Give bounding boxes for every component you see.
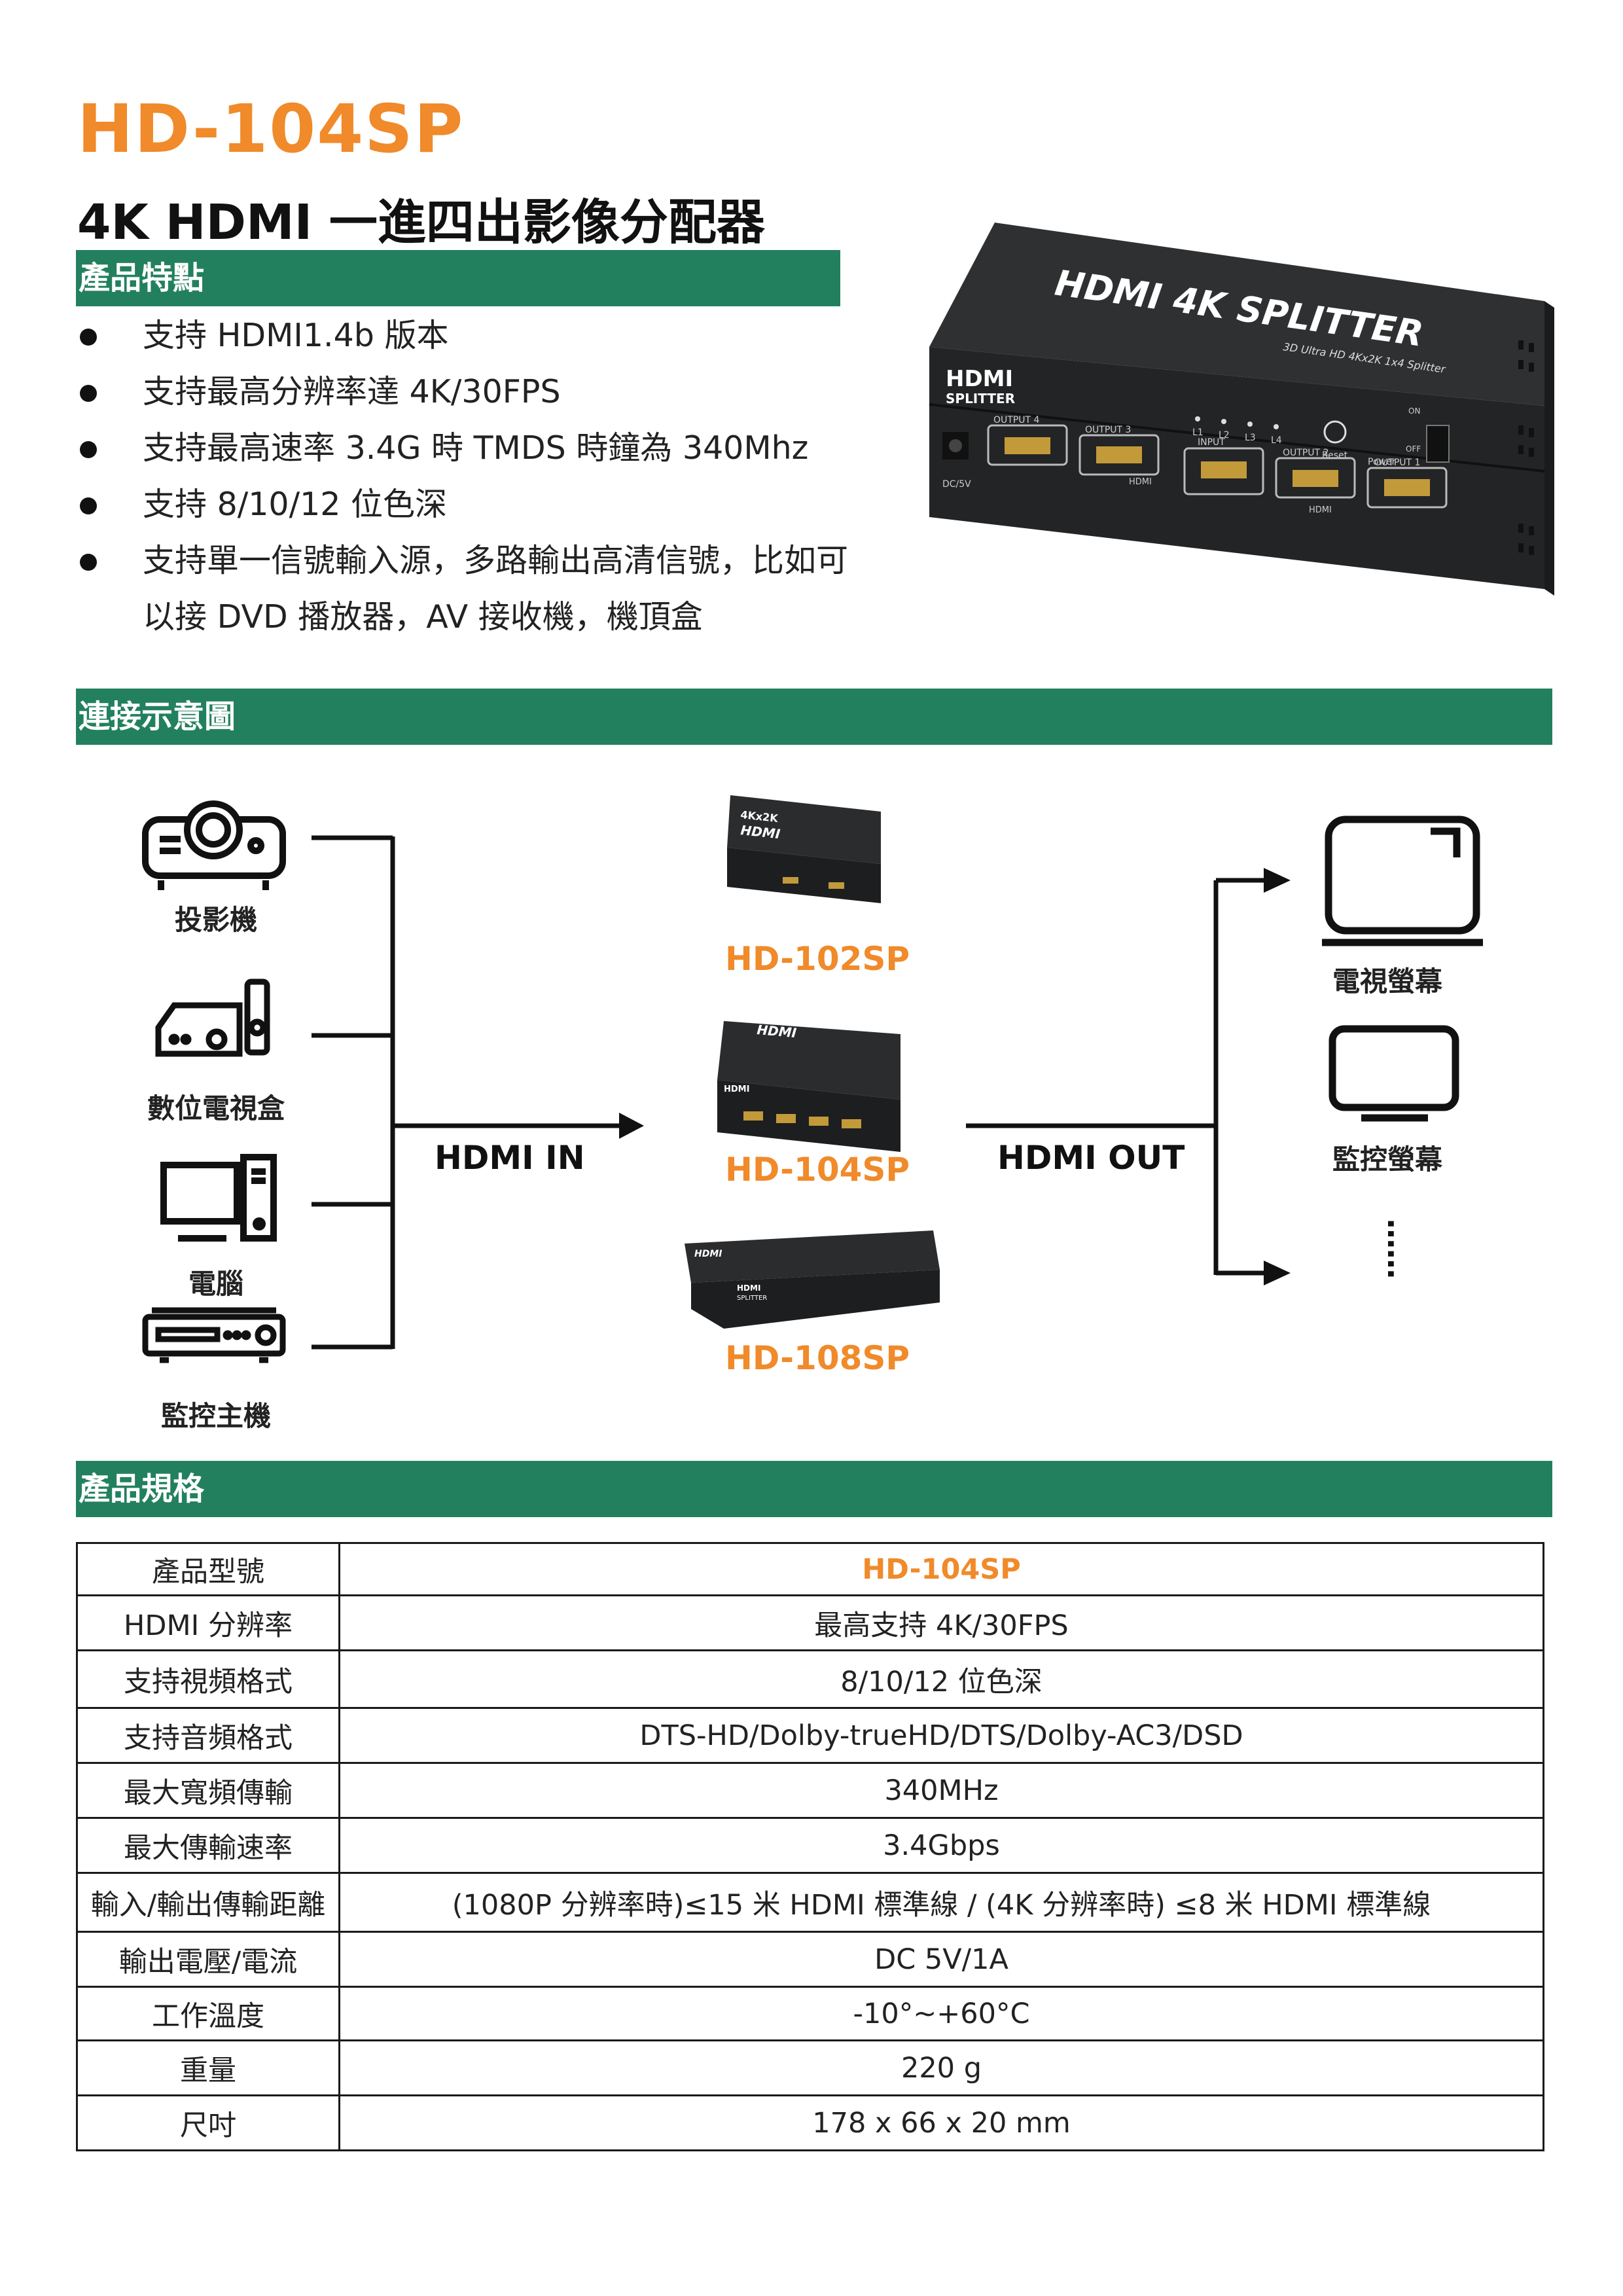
source-label-computer: 電腦	[188, 1268, 243, 1300]
table-row: 工作溫度-10°~+60°C	[76, 1986, 1544, 2041]
svg-text:OUTPUT 2: OUTPUT 2	[1283, 448, 1329, 458]
projector-icon	[142, 800, 286, 890]
svg-text:OFF: OFF	[1406, 444, 1421, 454]
feature-item: 支持 HDMI1.4b 版本	[77, 308, 915, 364]
hdmi-port-output-1: OUTPUT 1	[1366, 457, 1448, 509]
features-section-title: 產品特點	[79, 260, 205, 296]
feature-item-continuation: 以接 DVD 播放器，AV 接收機，機頂盒	[143, 598, 703, 636]
bullet-icon	[80, 441, 97, 458]
vent-icon	[1518, 340, 1534, 555]
table-row: HDMI 分辨率最高支持 4K/30FPS	[76, 1594, 1544, 1651]
svg-text:HDMI: HDMI	[946, 366, 1013, 392]
feature-item: 支持最高速率 3.4G 時 TMDS 時鐘為 340Mhz	[77, 420, 915, 476]
arrow-right-icon	[619, 1113, 644, 1139]
svg-text:SPLITTER: SPLITTER	[946, 391, 1015, 406]
feature-item: 支持 8/10/12 位色深	[77, 476, 915, 533]
svg-text:L1: L1	[1192, 427, 1204, 438]
bullet-icon	[80, 497, 97, 514]
hd-104sp-image: HDMI HDMI	[717, 1021, 901, 1152]
svg-text:SPLITTER: SPLITTER	[737, 1295, 767, 1302]
svg-text:ON: ON	[1408, 406, 1420, 416]
svg-text:HDMI: HDMI	[737, 1283, 760, 1293]
svg-text:L2: L2	[1219, 430, 1230, 440]
monitor-icon	[1329, 1025, 1459, 1122]
hdmi-out-label: HDMI OUT	[997, 1139, 1185, 1177]
model-label-104: HD-104SP	[725, 1151, 910, 1189]
svg-text:L4: L4	[1271, 435, 1282, 446]
computer-icon	[160, 1154, 277, 1242]
feature-item: 支持單一信號輸入源，多路輸出高清信號，比如可	[77, 533, 915, 589]
reset-button-icon	[1323, 420, 1347, 444]
svg-text:HDMI: HDMI	[1309, 505, 1332, 515]
tv-icon	[1322, 816, 1483, 946]
specs-section-header: 產品規格	[76, 1461, 1552, 1517]
bullet-icon	[80, 554, 97, 571]
source-label-stb: 數位電視盒	[147, 1092, 285, 1124]
model-label-108: HD-108SP	[725, 1339, 910, 1377]
diagram-section-title: 連接示意圖	[79, 698, 236, 735]
features-section-header: 產品特點	[76, 250, 840, 306]
dvr-icon	[142, 1307, 286, 1363]
svg-text:OUTPUT 3: OUTPUT 3	[1085, 425, 1131, 435]
specs-section-title: 產品規格	[79, 1471, 205, 1507]
svg-text:INPUT: INPUT	[1198, 437, 1225, 448]
feature-item: 支持最高分辨率達 4K/30FPS	[77, 364, 915, 420]
led-indicators: L1 L2 L3 L4	[1192, 416, 1282, 446]
hdmi-port-input: INPUT	[1183, 437, 1264, 495]
svg-text:L3: L3	[1245, 433, 1256, 443]
svg-text:OUTPUT 1: OUTPUT 1	[1374, 457, 1420, 468]
svg-text:DC/5V: DC/5V	[942, 479, 971, 490]
hd-108sp-image: HDMI HDMI SPLITTER	[685, 1230, 940, 1329]
more-outputs-ellipsis: ……	[1381, 1219, 1416, 1279]
svg-text:HDMI: HDMI	[724, 1085, 749, 1094]
source-label-dvr: 監控主機	[160, 1400, 271, 1432]
output-label-monitor: 監控螢幕	[1332, 1143, 1442, 1175]
svg-text:HDMI: HDMI	[1129, 477, 1152, 487]
hd-102sp-image: 4Kx2K HDMI	[727, 795, 881, 903]
svg-text:OUTPUT 4: OUTPUT 4	[993, 415, 1040, 425]
bullet-icon	[80, 329, 97, 346]
model-label-102: HD-102SP	[725, 940, 910, 978]
diagram-section-header: 連接示意圖	[76, 689, 1552, 745]
output-label-tv: 電視螢幕	[1332, 965, 1442, 997]
svg-text:Reset: Reset	[1322, 450, 1348, 461]
power-switch-icon	[1426, 425, 1450, 463]
set-top-box-icon	[155, 978, 270, 1057]
product-subtitle: 4K HDMI 一進四出影像分配器	[77, 194, 765, 251]
product-model-title: HD-104SP	[77, 90, 465, 168]
product-image: HDMI 4K SPLITTER 3D Ultra HD 4Kx2K 1x4 S…	[929, 223, 1554, 596]
source-label-projector: 投影機	[174, 904, 257, 936]
svg-text:HDMI: HDMI	[757, 1022, 798, 1041]
bullet-icon	[80, 385, 97, 402]
hdmi-port-output-3: OUTPUT 3	[1079, 425, 1160, 476]
arrow-right-icon	[1264, 868, 1291, 893]
hdmi-in-label: HDMI IN	[435, 1139, 585, 1177]
hdmi-port-output-4: OUTPUT 4	[987, 415, 1068, 466]
feature-list: 支持 HDMI1.4b 版本 支持最高分辨率達 4K/30FPS 支持最高速率 …	[77, 308, 915, 645]
svg-text:HDMI: HDMI	[694, 1249, 722, 1259]
arrow-right-icon	[1264, 1261, 1291, 1285]
table-row: 輸入/輸出傳輸距離(1080P 分辨率時)≤15 米 HDMI 標準線 / (4…	[76, 1872, 1544, 1933]
svg-text:Power: Power	[1368, 457, 1396, 467]
hdmi-port-output-2: OUTPUT 2	[1275, 448, 1356, 499]
connection-diagram: 4Kx2K HDMI HDMI HDMI HDMI HDMI SPLITTER	[142, 795, 1483, 1363]
